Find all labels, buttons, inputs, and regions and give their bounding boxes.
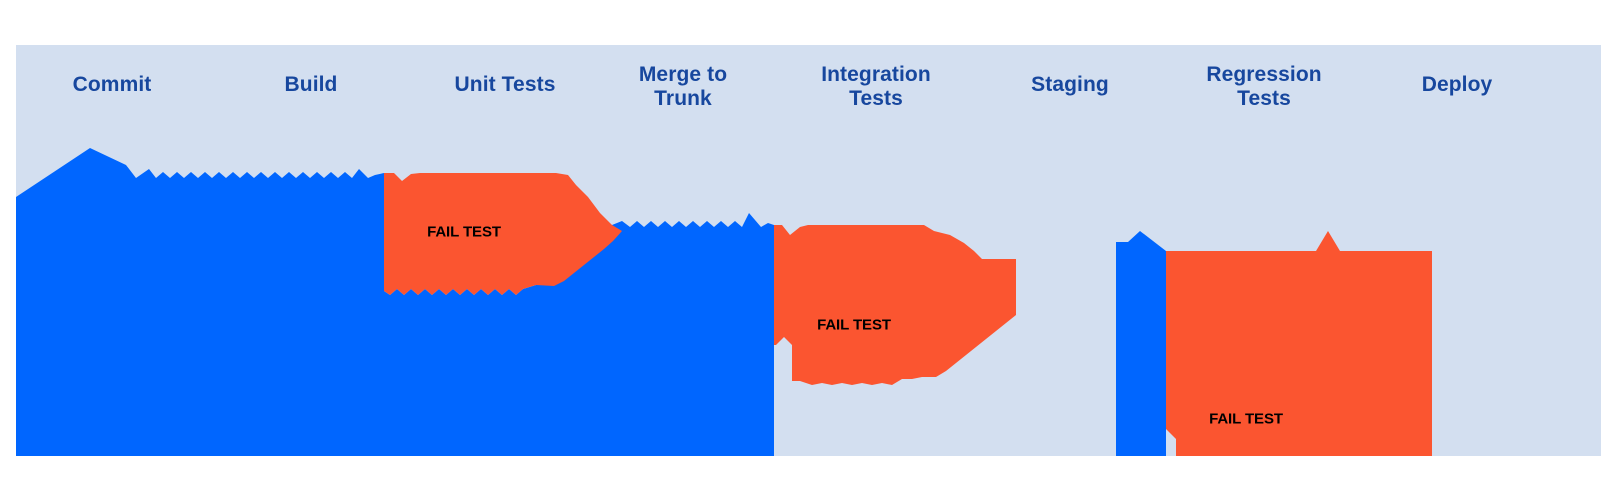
- fail-test-label-2: FAIL TEST: [817, 316, 891, 334]
- fail-test-label-1: FAIL TEST: [427, 223, 501, 241]
- chart-panel: [16, 45, 1601, 456]
- fail-area-integration-tests: [774, 225, 1016, 385]
- fail-area-unit-tests: [384, 173, 622, 295]
- pass-area-path: [16, 148, 1166, 456]
- fail-area-regression-tests: [1166, 231, 1432, 456]
- pipeline-area-chart: [16, 148, 1432, 456]
- fail-test-label-3: FAIL TEST: [1209, 410, 1283, 428]
